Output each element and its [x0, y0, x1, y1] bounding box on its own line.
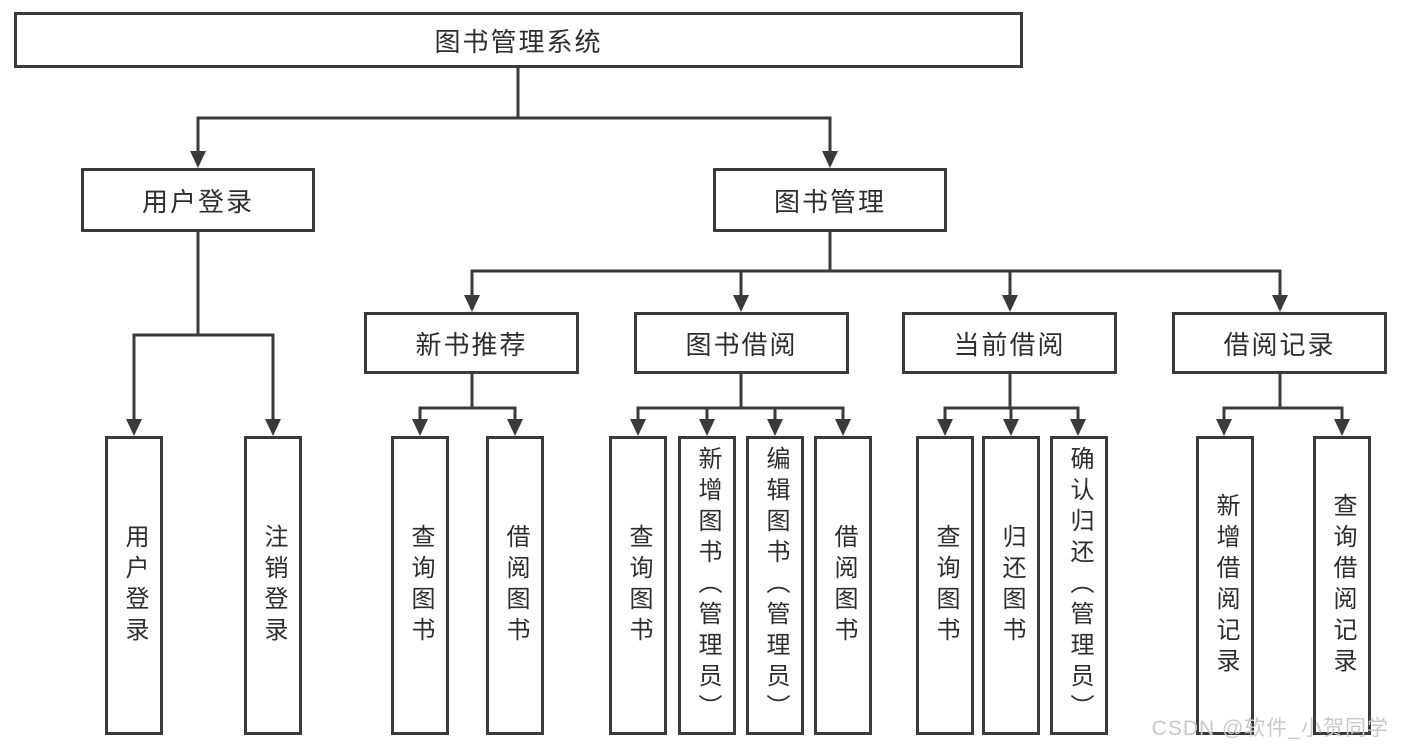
- leaf-query-books-borrowing: 查询图书: [609, 436, 667, 735]
- node-label: 图书管理系统: [434, 26, 603, 57]
- node-label: 用户登录: [141, 186, 254, 217]
- node-book-management: 图书管理: [713, 168, 947, 232]
- leaf-edit-books-admin: 编辑图书（管理员）: [746, 436, 804, 735]
- node-label: 查询图书: [932, 523, 959, 648]
- node-label: 当前借阅: [953, 329, 1066, 360]
- leaf-borrow-books: 借阅图书: [814, 436, 872, 735]
- leaf-add-books-admin: 新增图书（管理员）: [678, 436, 736, 735]
- node-label: 借阅图书: [830, 523, 857, 648]
- node-label: 借阅记录: [1223, 329, 1336, 360]
- csdn-watermark: CSDN @软件_小贺同学: [1151, 717, 1389, 740]
- leaf-query-books-current: 查询图书: [916, 436, 974, 735]
- leaf-add-borrow-record: 新增借阅记录: [1196, 436, 1254, 735]
- node-label: 归还图书: [998, 523, 1025, 648]
- leaf-user-login: 用户登录: [105, 436, 163, 735]
- node-new-book-recommendation: 新书推荐: [364, 312, 579, 374]
- node-label: 新增借阅记录: [1212, 492, 1239, 679]
- node-label: 借阅图书: [502, 523, 529, 648]
- leaf-confirm-return-admin: 确认归还（管理员）: [1050, 436, 1108, 735]
- node-label: 新书推荐: [415, 329, 528, 360]
- leaf-query-books-recommend: 查询图书: [391, 436, 449, 735]
- node-current-borrowing: 当前借阅: [902, 312, 1117, 374]
- node-label: 注销登录: [260, 523, 287, 648]
- leaf-borrow-books-recommend: 借阅图书: [486, 436, 544, 735]
- node-book-management-system: 图书管理系统: [14, 12, 1023, 68]
- node-borrowing-records: 借阅记录: [1172, 312, 1387, 374]
- node-user-login: 用户登录: [81, 168, 315, 232]
- node-label: 查询图书: [625, 523, 652, 648]
- node-book-borrowing: 图书借阅: [634, 312, 849, 374]
- node-label: 查询图书: [407, 523, 434, 648]
- leaf-logout: 注销登录: [244, 436, 302, 735]
- node-label: 图书借阅: [685, 329, 798, 360]
- node-label: 查询借阅记录: [1329, 492, 1356, 679]
- node-label: 编辑图书（管理员）: [762, 446, 789, 725]
- node-label: 新增图书（管理员）: [694, 446, 721, 725]
- leaf-return-books: 归还图书: [982, 436, 1040, 735]
- node-label: 确认归还（管理员）: [1066, 446, 1093, 725]
- arrowhead-icons: [126, 151, 1350, 436]
- leaf-query-borrow-record: 查询借阅记录: [1313, 436, 1371, 735]
- node-label: 图书管理: [773, 186, 886, 217]
- node-label: 用户登录: [121, 523, 148, 648]
